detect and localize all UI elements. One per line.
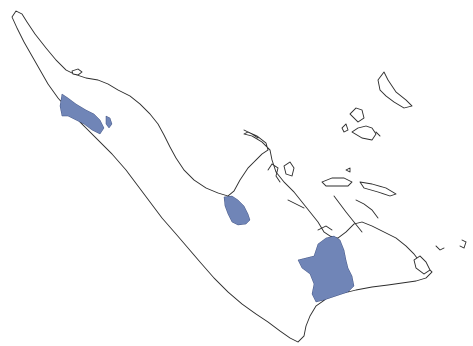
cay-east-8 [341,123,349,133]
cay-east-5 [351,125,377,141]
cay-east-14 [243,129,259,139]
highlighted-region-3 [297,235,355,303]
cay-east-10 [345,167,351,173]
cay-east-1 [321,177,353,187]
highlighted-region-2 [223,195,251,226]
main-island-coastline [11,10,433,343]
cay-east-4 [355,199,379,219]
cay-east-12 [459,239,467,249]
cay-east-13 [413,255,431,275]
islet-nw-1 [71,68,83,76]
cay-east-11 [435,245,445,251]
highlighted-region-1-inlet [105,115,113,129]
cay-east-9 [375,131,381,137]
cay-east-2 [359,181,397,197]
lagoon-shore-2 [287,199,305,209]
lagoon-shore-1 [267,163,281,183]
lagoon-shore-3 [317,225,333,231]
cay-east-3 [333,195,363,233]
cay-east-7 [377,71,413,109]
islet-lagoon-1 [283,161,295,177]
highlighted-region-1 [59,93,105,135]
cay-east-6 [349,107,365,123]
